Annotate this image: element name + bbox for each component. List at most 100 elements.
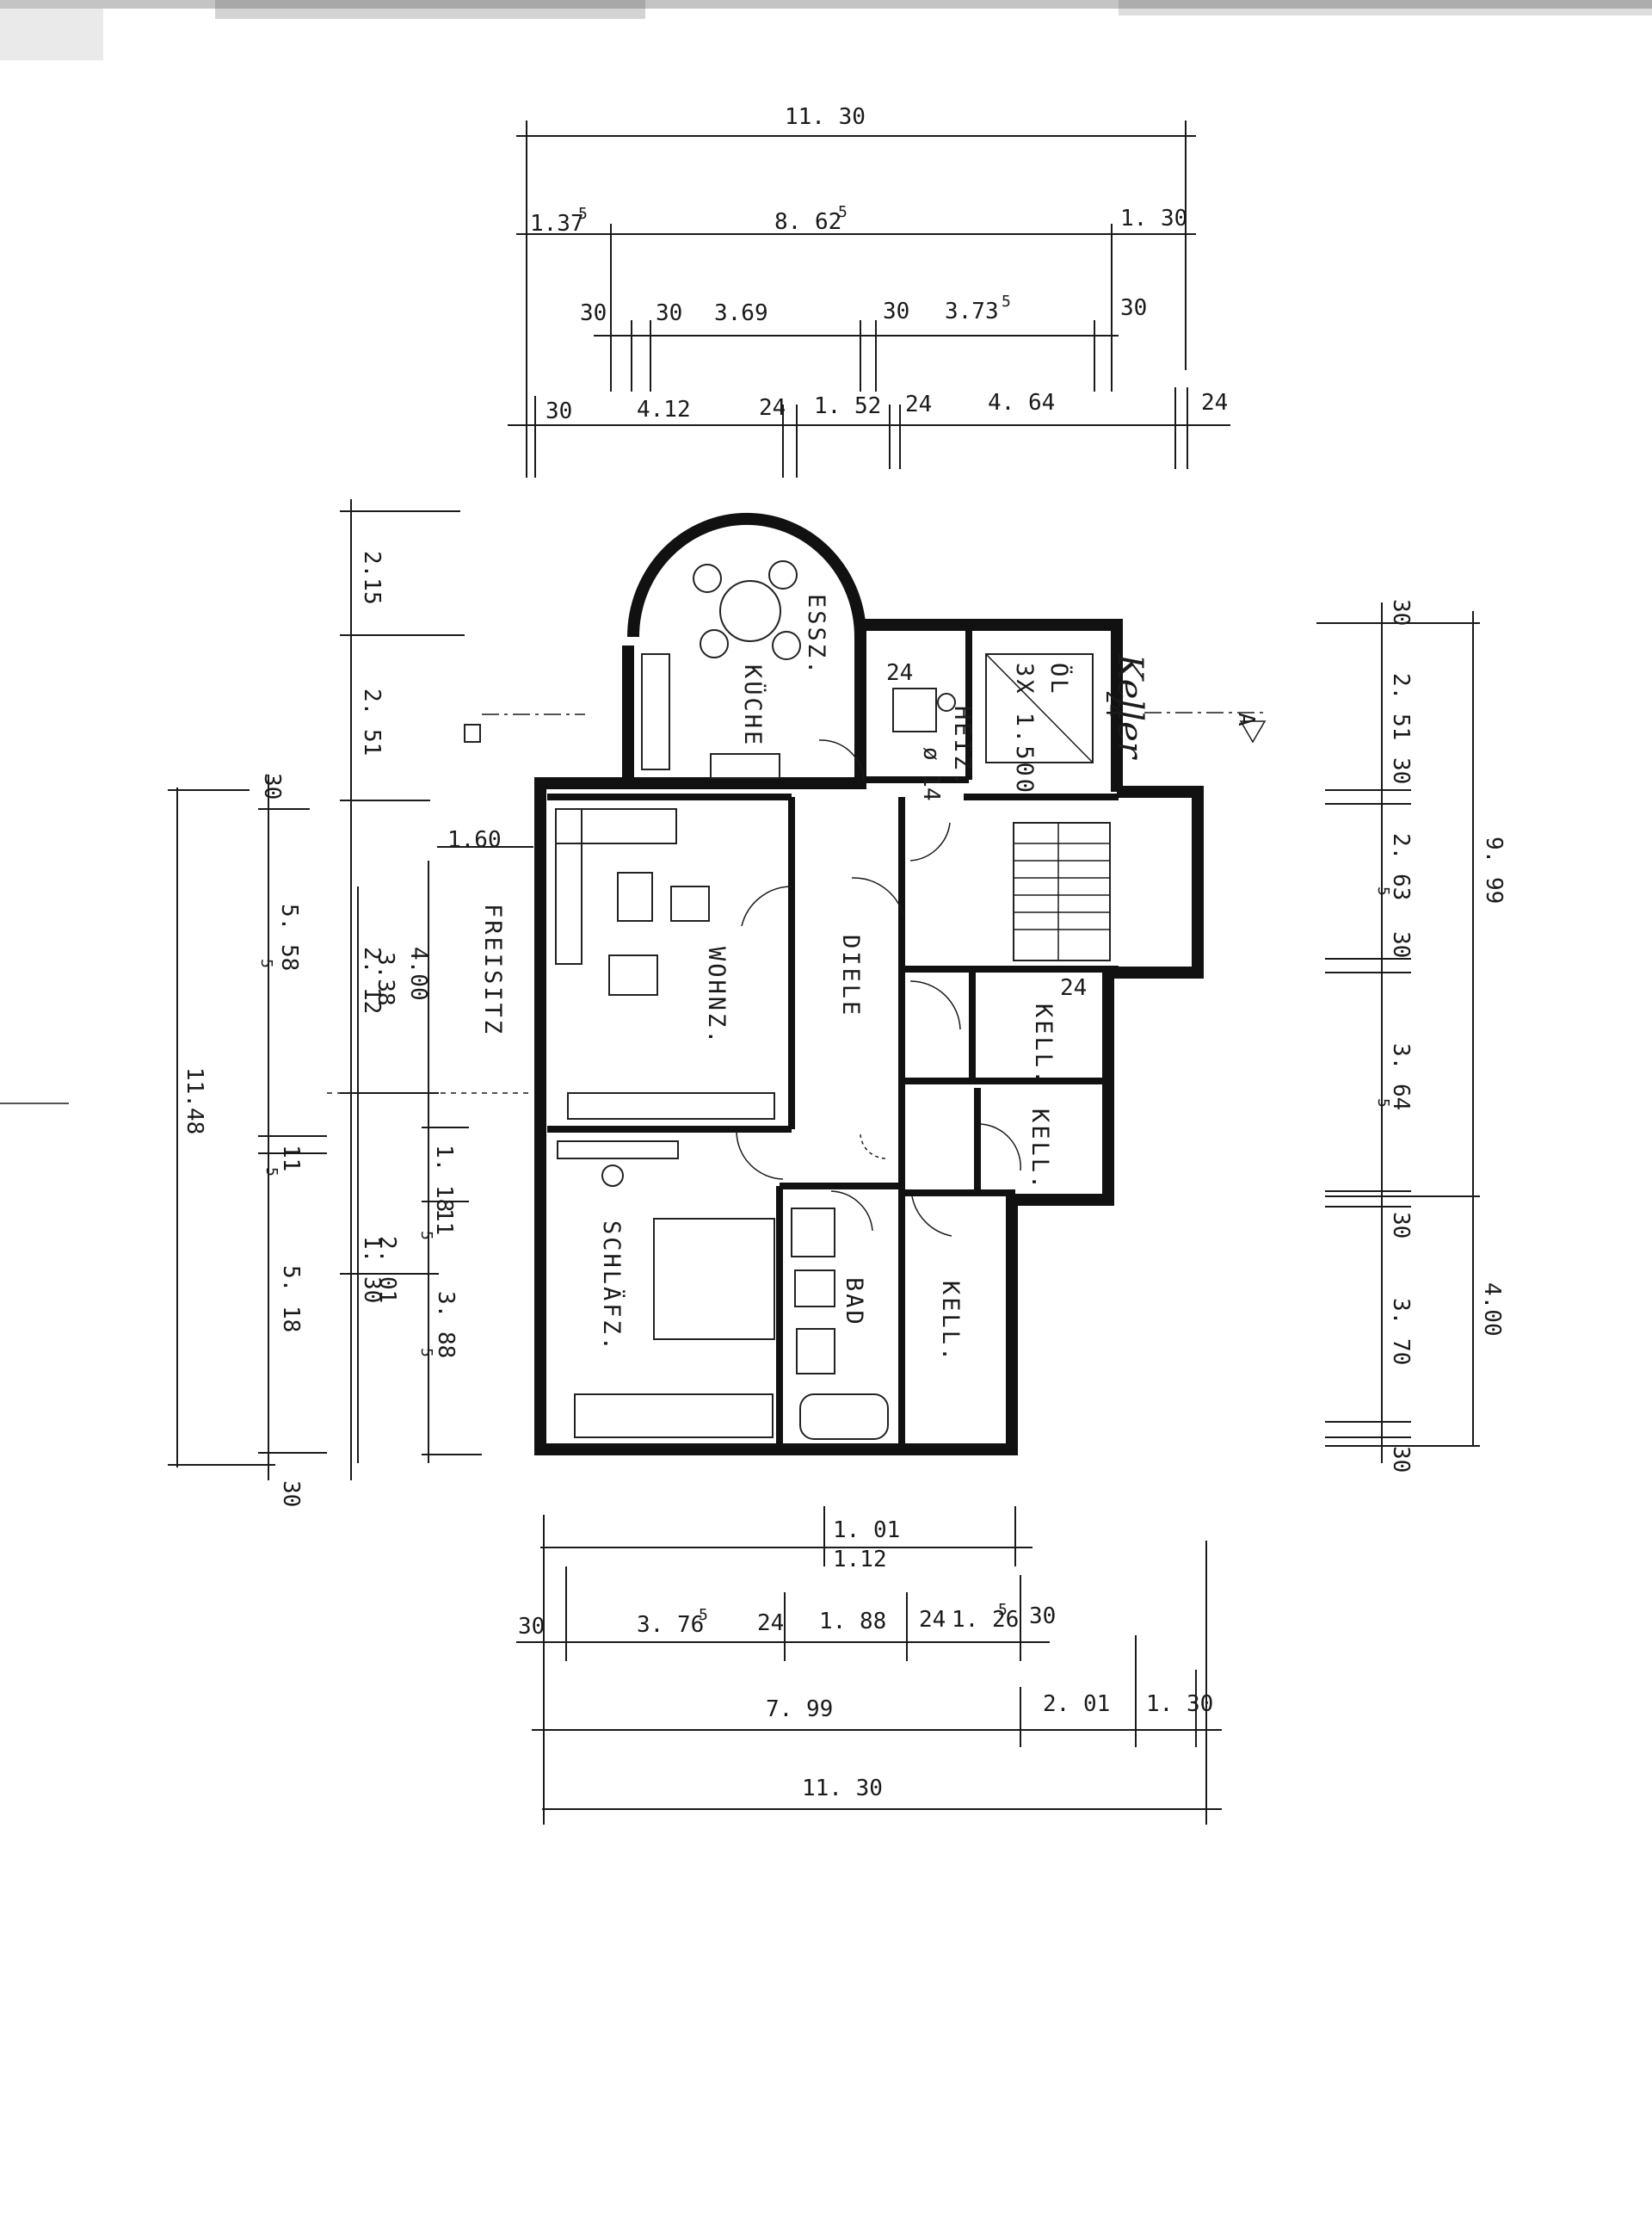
dim-left-c3-d: 1. 30 [359, 1236, 385, 1303]
dim-bottom-r2-c: 24 [757, 1610, 784, 1636]
dim-right-b: 2. 51 [1388, 673, 1414, 740]
room-label-wohnz: WOHNZ. [703, 947, 730, 1047]
dim-top-r4-g: 24 [1201, 390, 1228, 416]
dim-top-r3-e: 3.73 [945, 299, 999, 324]
dim-sup: 5 [417, 1231, 435, 1240]
room-label-heiz-note: ø 14 [918, 747, 944, 801]
dim-left-c2-a: 30 [259, 773, 285, 800]
dim-bottom-r2-d: 1. 88 [819, 1609, 886, 1634]
dim-sup: 5 [1002, 293, 1011, 311]
dim-left-c3-c: 2. 12 [359, 947, 385, 1014]
dim-top-r3-a: 30 [580, 300, 607, 326]
dim-sup: 5 [838, 203, 848, 221]
dim-top-r3-d: 30 [883, 299, 909, 324]
dim-left-c4-a: 3.38 [373, 952, 398, 1006]
dim-sup: 5 [1374, 886, 1392, 896]
dim-sup: 5 [262, 1167, 280, 1177]
dim-sup: 5 [1374, 1098, 1392, 1108]
dim-top-r4-b: 4.12 [637, 397, 691, 423]
dim-top-r2-right: 1. 30 [1120, 206, 1187, 232]
room-labels: ESSZ. KÜCHE HEIZ. ø 14 24 ÖL 3X 1.500 24… [479, 594, 1126, 1363]
dim-right-a: 30 [1388, 599, 1414, 626]
dim-left-overall: 11.48 [182, 1067, 207, 1134]
dim-top-r3-c: 3.69 [714, 300, 768, 326]
top-dimension-chain: 11. 30 1.37 5 8. 62 5 1. 30 30 30 3.69 3… [508, 104, 1230, 478]
dim-bottom-r1-top: 1. 01 [833, 1517, 900, 1543]
room-label-essz: ESSZ. [803, 594, 829, 676]
dim-left-c2-c: 11 [278, 1145, 304, 1171]
dim-bottom-r2-g: 30 [1029, 1603, 1056, 1629]
dim-left-c4-b: 2. 01 [374, 1236, 400, 1303]
bottom-dimension-chain: 1. 01 1.12 30 3. 76 5 24 1. 88 24 1. 26 … [516, 1506, 1222, 1825]
dim-bottom-r3-c: 1. 30 [1146, 1691, 1213, 1717]
staircase [1013, 822, 1111, 961]
dim-right-overall2: 4.00 [1479, 1282, 1505, 1337]
room-label-freisitz: FREISITZ [479, 904, 506, 1036]
dim-left-c5-c: 1. 18 [431, 1145, 457, 1212]
dim-bottom-overall: 11. 30 [802, 1776, 883, 1801]
room-label-heiz-num: 24 [886, 660, 913, 686]
dim-sup: 5 [257, 959, 275, 968]
dim-bottom-r2-a: 30 [518, 1614, 545, 1640]
dim-left-c3-a: 2.15 [359, 551, 385, 605]
dim-bottom-r2-b: 3. 76 [637, 1612, 704, 1638]
room-label-kell-1: KELL. [1030, 1004, 1057, 1086]
dim-top-r2-middle: 8. 62 [774, 209, 841, 235]
dim-bottom-r3-b: 2. 01 [1043, 1691, 1110, 1717]
door-swings [736, 739, 1021, 1237]
room-label-kell-3: KELL. [937, 1281, 964, 1363]
dim-left-c2-d: 5. 18 [278, 1265, 304, 1332]
handwritten-note: Keller [1110, 653, 1150, 761]
scan-noise [0, 0, 1652, 60]
room-label-oel-num: 24 [1100, 690, 1126, 717]
dim-bottom-r2-f: 1. 26 [952, 1607, 1019, 1633]
dim-bottom-r3-a: 7. 99 [766, 1696, 833, 1722]
dim-bottom-r1-bottom: 1.12 [833, 1547, 887, 1572]
dim-right-h: 3. 70 [1388, 1298, 1414, 1365]
dim-left-c5-d: 11 [431, 1208, 457, 1235]
room-label-bad: BAD [841, 1277, 867, 1327]
dim-sup: 5 [699, 1606, 708, 1624]
furniture [555, 560, 1094, 1440]
dim-left-c2-e: 30 [278, 1480, 304, 1507]
dim-right-i: 30 [1388, 1446, 1414, 1473]
section-mark: A [1233, 713, 1259, 726]
dim-top-r4-e: 24 [905, 392, 932, 417]
dim-left-c5-a: 1.60 [447, 827, 502, 853]
dim-top-overall: 11. 30 [785, 104, 866, 130]
room-label-kell-2: KELL. [1026, 1109, 1053, 1191]
dim-left-c5-b: 4.00 [405, 947, 431, 1001]
dim-left-c3-b: 2. 51 [359, 689, 385, 756]
dim-right-g: 30 [1388, 1212, 1414, 1239]
dim-top-r3-f: 30 [1120, 295, 1147, 321]
dim-top-r4-f: 4. 64 [988, 390, 1055, 416]
section-line: A [0, 712, 1267, 1104]
dim-left-c2-b: 5. 58 [276, 904, 302, 971]
dim-top-r4-c: 24 [759, 395, 786, 421]
section-arrow-icon [1239, 720, 1267, 744]
dim-sup: 5 [998, 1601, 1008, 1619]
right-dimension-chain: 9. 99 4.00 30 2. 51 30 2. 63 5 30 3. 64 … [1316, 599, 1507, 1473]
room-label-oel-size: 3X 1.500 [1011, 663, 1038, 795]
room-label-kueche: KÜCHE [739, 664, 767, 747]
dim-sup: 5 [417, 1348, 435, 1357]
dim-right-e: 30 [1388, 931, 1414, 958]
left-dimension-chain: 11.48 30 5. 58 5 11 5 5. 18 30 2.15 2. 5… [168, 499, 533, 1507]
dim-left-c5-e: 3. 88 [433, 1291, 459, 1358]
dim-top-r4-a: 30 [546, 398, 572, 424]
room-label-diele: DIELE [837, 935, 864, 1017]
building-walls [534, 513, 1204, 1455]
dim-top-r3-b: 30 [656, 300, 682, 326]
dim-top-r2-left: 1.37 [530, 211, 584, 237]
room-label-kell-1-num: 24 [1060, 975, 1087, 1001]
room-label-schlafz: SCHLÄFZ. [598, 1220, 626, 1353]
dim-right-overall: 9. 99 [1481, 837, 1507, 904]
room-label-heiz: HEIZ. [949, 706, 976, 788]
dim-top-r4-d: 1. 52 [814, 393, 881, 419]
dim-right-d: 2. 63 [1388, 833, 1414, 900]
dim-right-c: 30 [1388, 757, 1414, 784]
room-label-oel: ÖL [1045, 663, 1073, 696]
dim-bottom-r2-e: 24 [919, 1607, 946, 1633]
dim-sup: 5 [578, 205, 588, 223]
